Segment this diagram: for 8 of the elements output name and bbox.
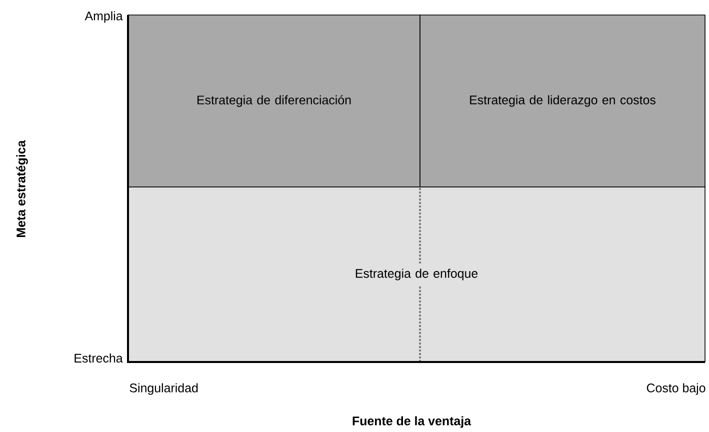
axis-title: Fuente de la ventaja (352, 416, 472, 428)
axis-value: Amplia (84, 11, 123, 23)
axis-value: Singularidad (130, 383, 198, 395)
strategy-box: Estrategia de enfoque (128, 186, 706, 362)
axis-value: Costo bajo (646, 383, 706, 395)
axis-title: Meta estratégica (16, 140, 28, 237)
strategy-box: Estrategia de liderazgo en costos (420, 14, 706, 188)
strategy-box: Estrategia de diferenciación (128, 14, 420, 188)
